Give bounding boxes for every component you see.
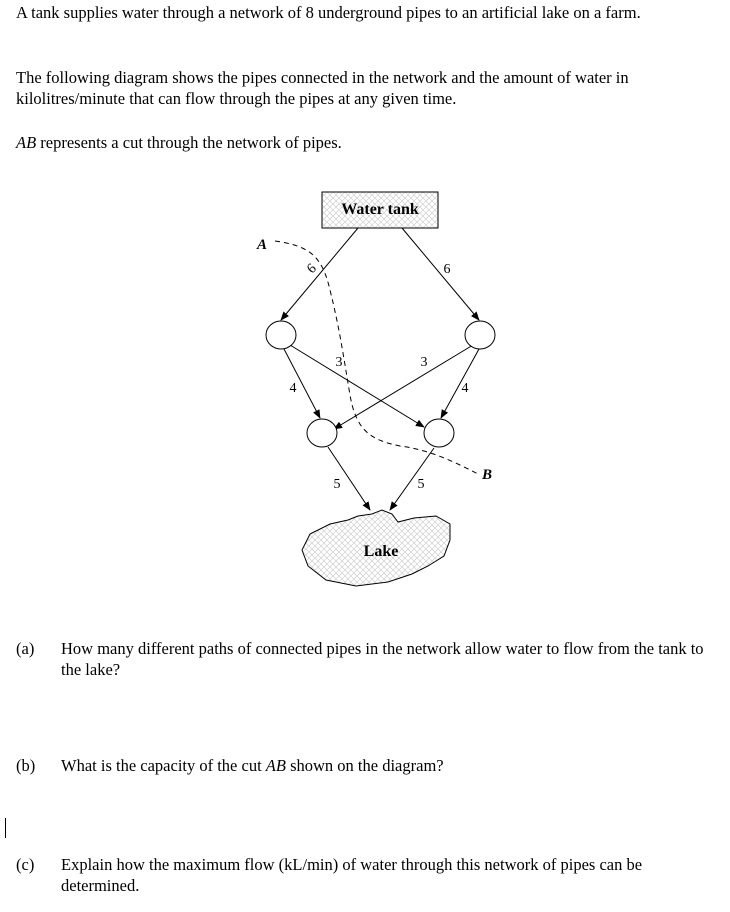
question-a-text: How many different paths of connected pi… [61, 639, 704, 679]
capacity-leftbottom-lake: 5 [334, 477, 341, 492]
question-b-text-before: What is the capacity of the cut [61, 756, 266, 775]
question-b-cut: AB [265, 756, 286, 775]
capacity-right-leftbottom: 3 [421, 355, 428, 370]
intro-paragraph-3-text: represents a cut through the network of … [36, 133, 342, 152]
cut-label-a: A [256, 237, 267, 253]
question-b-text-after: shown on the diagram? [285, 756, 444, 775]
lake-shape [301, 509, 451, 587]
lake-label: Lake [364, 543, 399, 560]
question-a-number: (a) [16, 639, 35, 658]
cut-label-b: B [481, 467, 492, 483]
node-left [265, 320, 297, 350]
question-b-text: What is the capacity of the cut AB shown… [61, 755, 721, 776]
intro-paragraph-3: AB represents a cut through the network … [16, 132, 722, 153]
capacity-right-rightbottom: 4 [462, 381, 469, 396]
pipe-tank-left [280, 227, 359, 321]
text-cursor [5, 818, 6, 838]
capacity-tank-right: 6 [444, 262, 451, 277]
water-tank-label: Water tank [341, 201, 419, 218]
question-b-number: (b) [16, 756, 36, 775]
pipe-right-leftbottom [333, 344, 474, 430]
pipe-left-leftbottom [283, 348, 321, 419]
capacity-rightbottom-lake: 5 [418, 477, 425, 492]
capacity-tank-left: 6 [304, 261, 319, 277]
node-left-bottom [306, 418, 338, 448]
cut-label-inline: AB [16, 133, 37, 152]
intro-paragraph-2: The following diagram shows the pipes co… [16, 68, 629, 108]
pipe-network-diagram: Water tank Lake A B 6 6 4 3 3 4 5 5 [256, 191, 496, 587]
intro-paragraph-1: A tank supplies water through a network … [16, 3, 641, 22]
pipe-rightbottom-lake [389, 447, 435, 511]
water-tank-box [321, 191, 439, 229]
capacity-left-leftbottom: 4 [290, 381, 297, 396]
pipe-right-rightbottom [440, 348, 480, 419]
capacity-left-rightbottom: 3 [336, 355, 343, 370]
pipe-left-rightbottom [289, 344, 425, 428]
pipe-tank-right [401, 227, 480, 321]
node-right [464, 320, 496, 350]
pipe-leftbottom-lake [327, 446, 371, 511]
question-c-text: Explain how the maximum flow (kL/min) of… [61, 855, 643, 895]
question-c-number: (c) [16, 855, 35, 874]
cut-ab-line [274, 240, 479, 475]
node-right-bottom [423, 418, 455, 448]
